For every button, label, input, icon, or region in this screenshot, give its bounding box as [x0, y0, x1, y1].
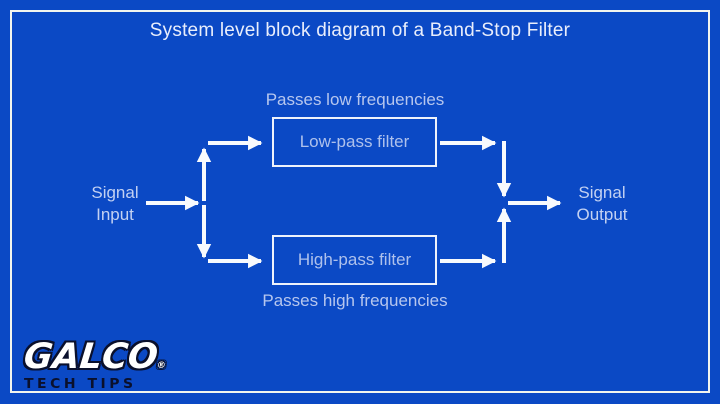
signal-output-line1: Signal	[578, 183, 626, 202]
block-low-pass-filter: Low-pass filter	[272, 117, 437, 167]
galco-tagline: TECH TIPS	[24, 376, 137, 392]
slide-title: System level block diagram of a Band-Sto…	[149, 20, 571, 41]
signal-input-label: Signal Input	[60, 182, 170, 226]
signal-input-line2: Input	[96, 205, 134, 224]
block-low-pass-label: Low-pass filter	[299, 132, 410, 151]
signal-output-line2: Output	[576, 205, 628, 224]
signal-output-label: Signal Output	[547, 182, 657, 226]
galco-logo-wordmark: GALCO®	[21, 337, 168, 377]
block-high-pass-filter: High-pass filter	[272, 235, 437, 285]
caption-high-pass: Passes high frequencies	[262, 291, 448, 310]
galco-logo-text: GALCO	[21, 337, 160, 377]
registered-trademark-icon: ®	[156, 361, 167, 371]
signal-input-line1: Signal	[91, 183, 139, 202]
galco-logo: GALCO® TECH TIPS	[21, 337, 168, 392]
caption-low-pass: Passes low frequencies	[265, 90, 445, 109]
block-high-pass-label: High-pass filter	[297, 250, 412, 269]
